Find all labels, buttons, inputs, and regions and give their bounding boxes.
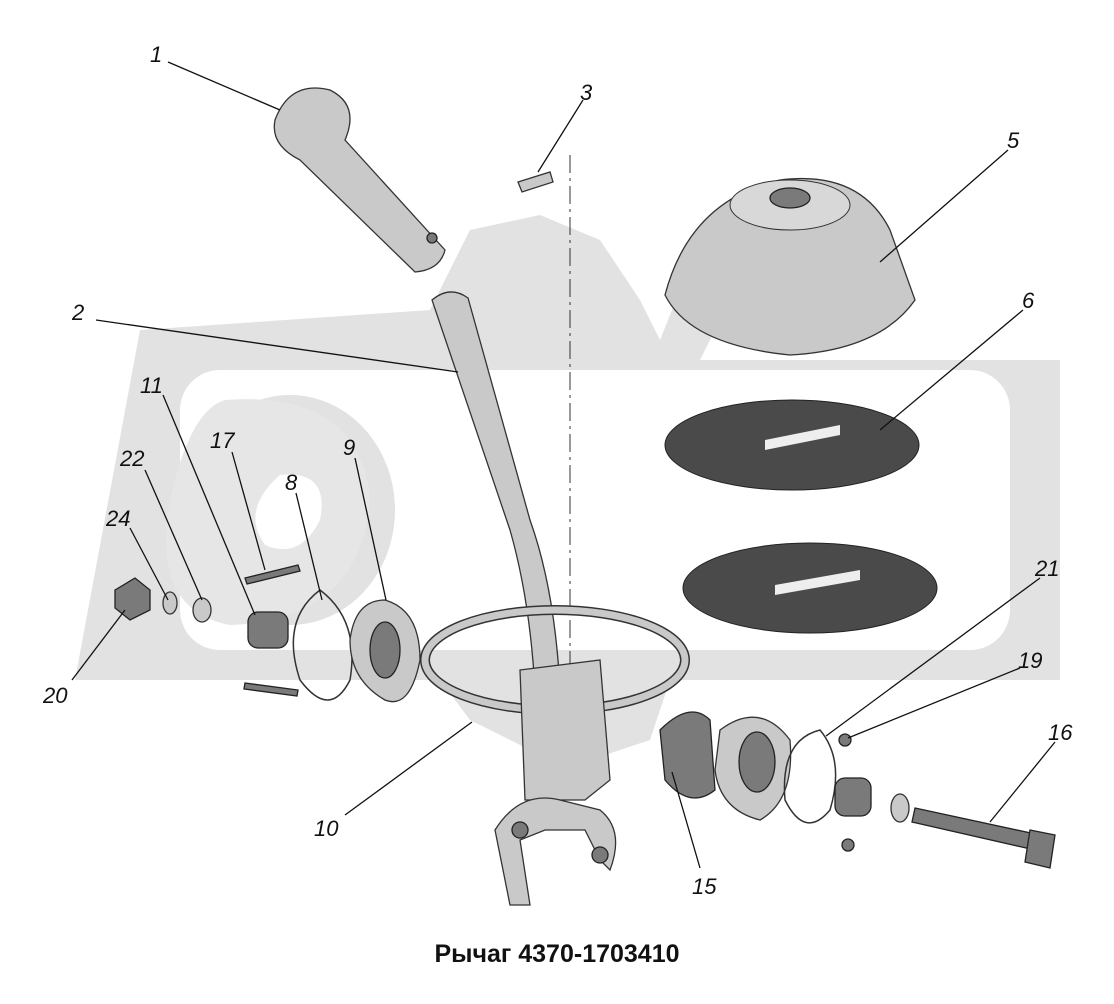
- label-11: 11: [140, 373, 163, 398]
- part-6-discs: [664, 399, 938, 634]
- diagram-caption: Рычаг 4370-1703410: [434, 940, 680, 968]
- part-11-bushing: [247, 611, 289, 649]
- label-5: 5: [1007, 128, 1020, 153]
- label-1: 1: [150, 42, 162, 67]
- part-19-21-nuts: [838, 733, 855, 852]
- label-6: 6: [1022, 288, 1035, 313]
- callout-labels: 1 2 3 5 6 8 9 10 11 15 16 17 19 20 21 22…: [42, 42, 1073, 899]
- bushing-right: [834, 777, 872, 817]
- leader-lines: [71, 61, 1056, 869]
- label-24: 24: [105, 506, 130, 531]
- label-21: 21: [1034, 556, 1059, 581]
- label-22: 22: [119, 446, 144, 471]
- part-22-washer: [192, 597, 212, 623]
- label-17: 17: [210, 428, 235, 453]
- label-8: 8: [285, 470, 298, 495]
- part-10-cup-and-fork: [420, 605, 690, 906]
- part-3-pin: [517, 171, 554, 193]
- flange-right: [714, 716, 792, 821]
- label-3: 3: [580, 80, 593, 105]
- label-10: 10: [314, 816, 339, 841]
- part-16-bolt: [911, 807, 1056, 869]
- part-2-lever: [431, 291, 561, 691]
- gasket-right: [783, 729, 837, 824]
- label-20: 20: [42, 683, 68, 708]
- label-9: 9: [343, 435, 355, 460]
- part-1-knob: [273, 87, 446, 273]
- part-17-bolts: [243, 564, 301, 697]
- washer-right: [890, 793, 910, 823]
- label-16: 16: [1048, 720, 1073, 745]
- label-19: 19: [1018, 648, 1042, 673]
- part-20-nut: [114, 577, 151, 621]
- part-9-flange: [349, 599, 421, 703]
- part-5-boot: [664, 177, 916, 356]
- label-2: 2: [71, 300, 84, 325]
- part-15-bushing: [659, 711, 716, 799]
- label-15: 15: [692, 874, 717, 899]
- part-8-gasket: [292, 589, 353, 701]
